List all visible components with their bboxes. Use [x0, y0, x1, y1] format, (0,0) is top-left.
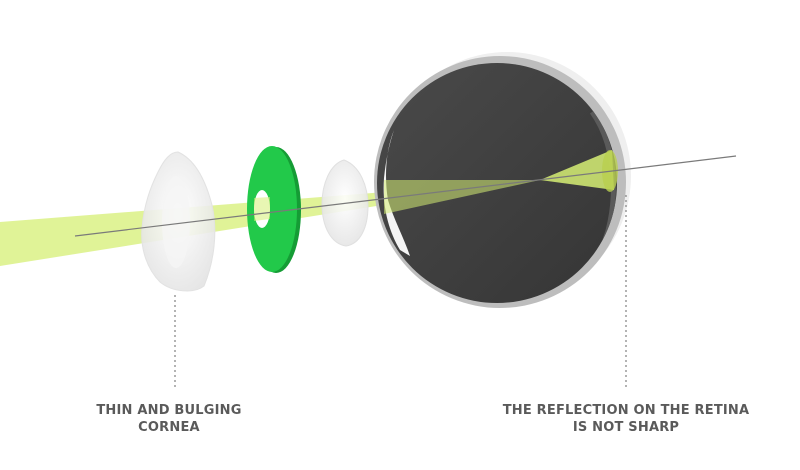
optical-axis	[74, 155, 737, 237]
cornea-label-line-1: THIN AND BULGING	[96, 403, 242, 418]
cornea-label-line-2: CORNEA	[138, 420, 200, 435]
cornea-label: THIN AND BULGING CORNEA	[96, 402, 241, 436]
cornea-highlight	[162, 176, 190, 268]
light-beam-inside	[384, 180, 540, 214]
iris-ring	[247, 146, 297, 272]
retina-label-line-1: THE REFLECTION ON THE RETINA	[502, 403, 750, 418]
retina-label-line-2: IS NOT SHARP	[572, 420, 680, 435]
retina-label: THE REFLECTION ON THE RETINA IS NOT SHAR…	[503, 402, 750, 436]
light-through-pupil	[254, 197, 270, 221]
eyeball-front-opening	[383, 130, 410, 256]
light-beam-past-focus	[540, 150, 614, 190]
